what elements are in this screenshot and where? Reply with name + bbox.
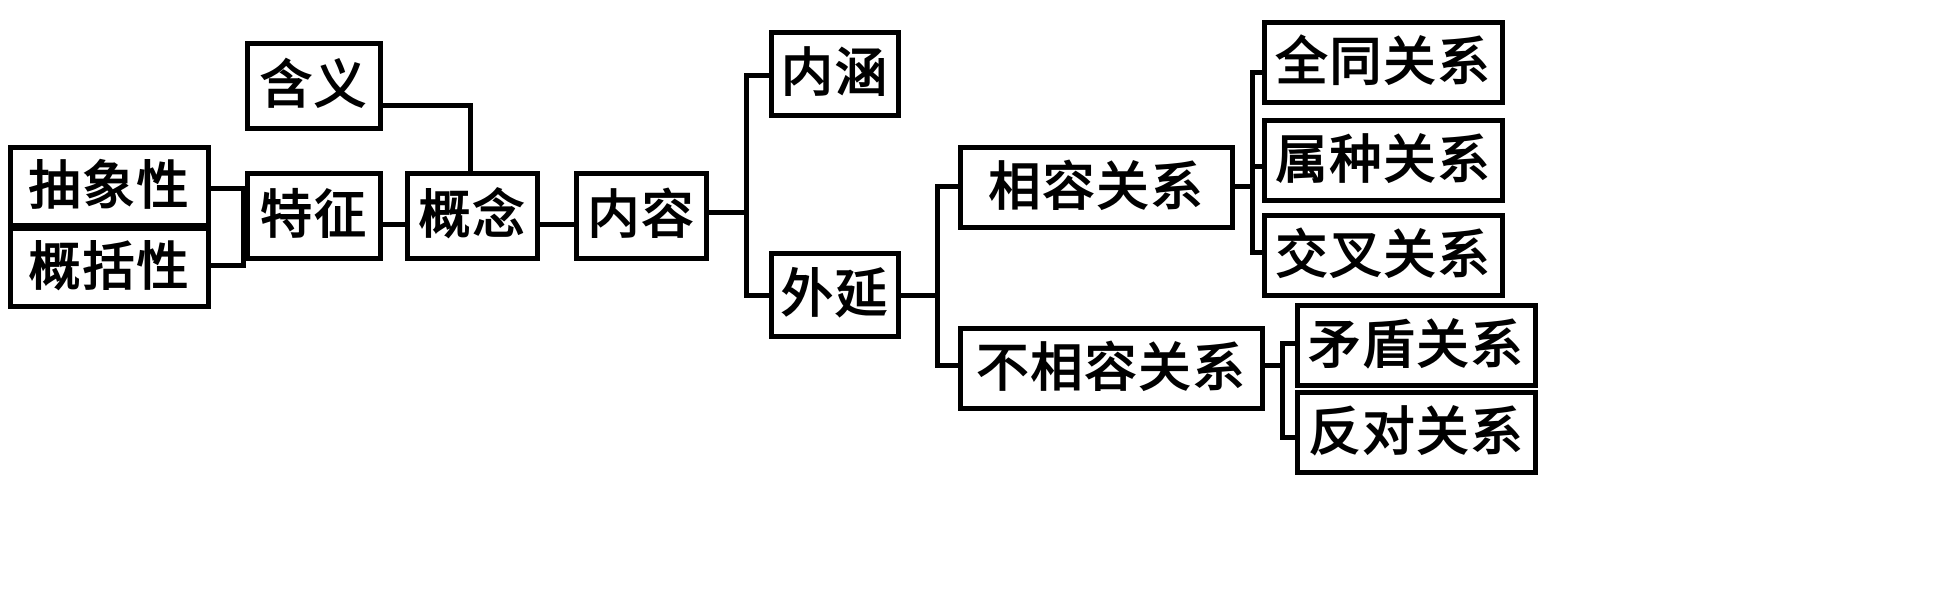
- edge-content-out: [706, 210, 748, 215]
- node-intersect-relation-label: 交叉关系: [1275, 224, 1492, 286]
- node-intension-label: 内涵: [780, 43, 889, 104]
- edge-to-extension: [744, 293, 772, 298]
- node-abstractness[interactable]: 抽象性: [8, 145, 211, 228]
- edge-generality-stub: [208, 263, 246, 268]
- edge-incompatible-out: [1262, 363, 1284, 368]
- node-identity-relation[interactable]: 全同关系: [1262, 20, 1505, 105]
- edge-to-contradictory: [1280, 341, 1302, 346]
- edge-content-split: [744, 73, 749, 298]
- node-generality[interactable]: 概括性: [8, 226, 211, 309]
- edge-concept-to-content: [537, 222, 577, 227]
- edge-to-incompatible: [935, 363, 961, 368]
- edge-features-to-concept: [378, 222, 408, 227]
- node-contrary-relation[interactable]: 反对关系: [1295, 390, 1538, 475]
- edge-meaning-down: [468, 103, 473, 173]
- node-contrary-relation-label: 反对关系: [1308, 401, 1525, 463]
- node-intension[interactable]: 内涵: [769, 30, 901, 118]
- node-identity-relation-label: 全同关系: [1275, 31, 1492, 93]
- edge-to-genus-species: [1250, 164, 1272, 169]
- node-features[interactable]: 特征: [245, 171, 383, 261]
- edge-meaning-right: [379, 103, 473, 108]
- edge-to-contrary: [1280, 435, 1302, 440]
- node-meaning-label: 含义: [259, 55, 368, 116]
- node-meaning[interactable]: 含义: [245, 41, 383, 131]
- node-compatible-relation[interactable]: 相容关系: [958, 145, 1235, 230]
- edge-extension-out: [899, 293, 939, 298]
- node-features-label: 特征: [259, 185, 368, 246]
- node-contradictory-relation-label: 矛盾关系: [1308, 314, 1525, 376]
- node-content-label: 内容: [587, 185, 696, 246]
- edge-incompatible-split: [1280, 341, 1285, 440]
- edge-abstractness-stub: [208, 186, 246, 191]
- node-contradictory-relation[interactable]: 矛盾关系: [1295, 303, 1538, 388]
- edge-to-compatible: [935, 184, 961, 189]
- node-genus-species-relation[interactable]: 属种关系: [1262, 118, 1505, 203]
- edge-to-intersect: [1250, 250, 1272, 255]
- edge-extension-split: [935, 184, 940, 368]
- edge-to-intension: [744, 73, 772, 78]
- node-extension-label: 外延: [780, 264, 889, 325]
- node-concept-label: 概念: [418, 185, 527, 246]
- node-incompatible-relation-label: 不相容关系: [976, 337, 1247, 399]
- node-abstractness-label: 抽象性: [28, 155, 191, 217]
- node-intersect-relation[interactable]: 交叉关系: [1262, 213, 1505, 298]
- node-genus-species-relation-label: 属种关系: [1275, 129, 1492, 191]
- edge-attr-bracket: [241, 186, 246, 268]
- edge-compatible-split: [1250, 70, 1255, 255]
- edge-to-identity: [1250, 70, 1272, 75]
- node-concept[interactable]: 概念: [405, 171, 540, 261]
- node-incompatible-relation[interactable]: 不相容关系: [958, 326, 1265, 411]
- node-generality-label: 概括性: [28, 236, 191, 298]
- node-content[interactable]: 内容: [574, 171, 709, 261]
- edge-compatible-out: [1232, 184, 1254, 189]
- node-extension[interactable]: 外延: [769, 251, 901, 339]
- node-compatible-relation-label: 相容关系: [988, 156, 1205, 218]
